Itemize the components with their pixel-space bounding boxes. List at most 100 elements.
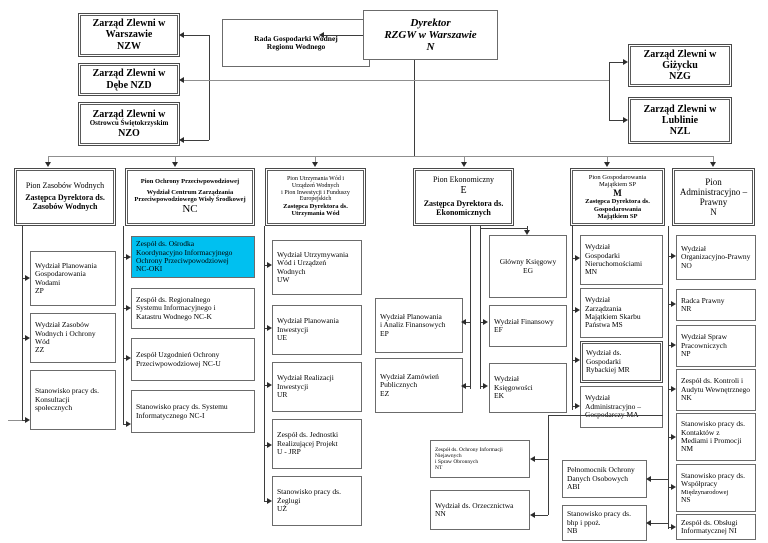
node-ef[interactable]: Wydział Finansowy EF xyxy=(489,305,567,347)
node-subtitle-2: Urządzeń Wodnych xyxy=(291,183,340,190)
node-uw[interactable]: Wydział Utrzymywania Wód i Urządzeń Wodn… xyxy=(272,240,362,295)
node-pion-zasobow-wodnych[interactable]: Pion Zasobów Wodnych Zastępca Dyrektora … xyxy=(14,168,116,226)
arrow-nc-k xyxy=(126,305,131,311)
node-pion-ekonomiczny[interactable]: Pion Ekonomiczny E Zastępca Dyrektora ds… xyxy=(413,168,514,226)
node-abi[interactable]: Pełnomocnik Ochrony Danych Osobowych ABI xyxy=(562,460,647,498)
node-eg[interactable]: Główny Księgowy EG xyxy=(489,235,567,298)
node-line-1: Zespół ds. Obsługi xyxy=(681,517,738,527)
node-ms[interactable]: Wydział Zarządzania Majątkiem Skarbu Pań… xyxy=(580,288,663,338)
node-no[interactable]: Wydział Organizacyjno-Prawny NO xyxy=(676,235,756,280)
connector-col6-spine xyxy=(668,226,669,529)
connector-abi-link xyxy=(650,479,668,480)
arrow-pion-5 xyxy=(604,162,610,167)
node-line-2: Dębe NZD xyxy=(106,79,152,91)
node-line-2: Audytu Wewnętrznego xyxy=(681,384,751,394)
node-mr[interactable]: Wydział ds. Gospodarki Rybackiej MR xyxy=(580,341,663,383)
node-line-1: Zarząd Zlewni w xyxy=(92,18,166,30)
arrow-nzo xyxy=(179,137,184,143)
node-line-2: Konsultacji xyxy=(35,394,70,404)
node-line-1: Wydział Zasobów xyxy=(35,320,90,330)
node-zz[interactable]: Wydział Zasobów Wodnych i Ochrony Wód ZZ xyxy=(30,313,116,363)
node-ns[interactable]: Stanowisko pracy ds. Współpracy Międzyna… xyxy=(676,464,756,512)
node-line-2: Niejawnych xyxy=(435,452,462,459)
arrow-zp xyxy=(25,275,30,281)
node-line-4: NS xyxy=(681,494,691,504)
node-np[interactable]: Wydział Spraw Pracowniczych NP xyxy=(676,325,756,367)
node-line-1: Zespół ds. Kontroli i xyxy=(681,376,744,386)
node-line-3: N xyxy=(426,41,435,54)
connector-col4-spine xyxy=(480,226,481,389)
node-ni[interactable]: Zespół ds. Obsługi Informatycznej NI xyxy=(676,514,756,540)
connector-col1-spine xyxy=(22,226,23,420)
arrow-nc-i xyxy=(126,421,131,427)
node-zarzad-zlewni-debe[interactable]: Zarząd Zlewni w Dębe NZD xyxy=(78,63,180,96)
node-nk[interactable]: Zespół ds. Kontroli i Audytu Wewnętrzneg… xyxy=(676,369,756,411)
node-nc-i[interactable]: Stanowisko pracy ds. Systemu Informatycz… xyxy=(131,390,255,433)
node-line-2: Giżycku xyxy=(662,59,698,71)
node-nr[interactable]: Radca Prawny NR xyxy=(676,289,756,321)
node-line-3: NB xyxy=(567,526,578,536)
node-rada-gospodarki-wodnej[interactable]: Rada Gospodarki Wodnej Regionu Wodnego xyxy=(222,19,370,67)
arrow-rada xyxy=(319,32,324,38)
connector-pion-drop-3 xyxy=(315,156,316,164)
node-pion-gospodarowania-majatkiem[interactable]: Pion Gospodarowania Majątkiem SP M Zastę… xyxy=(570,168,665,226)
node-mn[interactable]: Wydział Gospodarki Nieruchomościami MN xyxy=(580,235,663,285)
arrow-nb xyxy=(646,520,651,526)
node-nb[interactable]: Stanowisko pracy ds. bhp i ppoż. NB xyxy=(562,505,647,541)
node-ep[interactable]: Wydział Planowania i Analiz Finansowych … xyxy=(375,298,463,353)
node-line-3: Katastru Wodnego NC-K xyxy=(136,311,212,321)
node-line-2: Kontaktów z xyxy=(681,427,720,437)
arrow-ns xyxy=(671,484,676,490)
node-line-1: Wydział xyxy=(585,295,610,305)
node-pion-administracyjno-prawny[interactable]: Pion Administracyjno – Prawny N xyxy=(672,168,755,226)
node-u-jrp[interactable]: Zespół ds. Jednostki Realizującej Projek… xyxy=(272,419,362,469)
connector-pion-drop-6 xyxy=(713,156,714,164)
node-subtitle-4: Europejskich xyxy=(299,196,332,203)
node-nc-oki[interactable]: Zespół ds. Ośrodka Koordynacyjno Informa… xyxy=(131,236,255,278)
connector-nzo xyxy=(184,140,209,141)
node-zarzad-zlewni-lublin[interactable]: Zarząd Zlewni w Lublinie NZL xyxy=(628,97,732,144)
node-line-2: Wodnych i Ochrony xyxy=(35,328,96,338)
node-line-4: MN xyxy=(585,267,598,277)
node-dyrektor[interactable]: Dyrektor RZGW w Warszawie N xyxy=(363,10,498,60)
node-nt[interactable]: Zespół ds. Ochrony Informacji Niejawnych… xyxy=(430,440,530,478)
node-zarzad-zlewni-ostrowiec[interactable]: Zarząd Zlewni w Ostrowcu Świętokrzyskim … xyxy=(78,102,180,146)
connector-director-rada xyxy=(323,35,363,36)
node-zarzad-zlewni-warszawa[interactable]: Zarząd Zlewni w Warszawie NZW xyxy=(78,13,180,57)
node-zarzad-zlewni-gizycko[interactable]: Zarząd Zlewni w Giżycku NZG xyxy=(628,44,732,87)
node-line-2: EG xyxy=(523,265,533,275)
node-ma[interactable]: Wydział Administracyjno – Gospodarczy MA xyxy=(580,386,663,428)
arrow-u-jrp xyxy=(267,442,272,448)
node-line-2: Pracowniczych xyxy=(681,340,727,350)
node-nm[interactable]: Stanowisko pracy ds. Kontaktów z Mediami… xyxy=(676,413,756,461)
node-line-2: NR xyxy=(681,304,692,313)
node-line-1: Zarząd Zlewni w xyxy=(92,108,166,120)
node-zp[interactable]: Wydział Planowania Gospodarowania Wodami… xyxy=(30,251,116,306)
connector-col4-ep xyxy=(465,322,470,323)
arrow-np xyxy=(671,342,676,348)
node-ez[interactable]: Wydział Zamówień Publicznych EZ xyxy=(375,358,463,413)
node-ur[interactable]: Wydział Realizacji Inwestycji UR xyxy=(272,362,362,412)
node-line-1: Stanowisko pracy ds. xyxy=(277,487,341,497)
node-uz[interactable]: Stanowisko pracy ds. Żeglugi UŻ xyxy=(272,476,362,526)
node-nn[interactable]: Wydział ds. Orzecznictwa NN xyxy=(430,490,530,530)
node-nc-u[interactable]: Zespół Uzgodnień Ochrony Przeciwpowodzio… xyxy=(131,338,255,381)
node-line-1: Zarząd Zlewni w xyxy=(643,103,717,115)
node-line-1: Stanowisko pracy ds. xyxy=(567,509,631,519)
node-line-1: Wydział Centrum Zarządzania xyxy=(146,188,234,196)
arrow-nzw xyxy=(179,32,184,38)
node-pion-ochrony-przeciwpowodziowej[interactable]: Pion Ochrony Przeciwpowodziowej Wydział … xyxy=(125,168,255,226)
node-nc-k[interactable]: Zespół ds. Regionalnego Systemu Informac… xyxy=(131,288,255,329)
arrow-ms xyxy=(575,307,580,313)
node-ek[interactable]: Wydział Księgowości EK xyxy=(489,363,567,413)
node-konsultacje-spoleczne[interactable]: Stanowisko pracy ds. Konsultacji społecz… xyxy=(30,370,116,430)
node-line-3: NZL xyxy=(669,126,691,138)
node-pion-utrzymania-wod[interactable]: Pion Utrzymania Wód i Urządzeń Wodnych i… xyxy=(265,168,366,226)
node-line-1: Stanowisko pracy ds. Systemu xyxy=(136,402,228,412)
connector-right-zarzad-bus xyxy=(609,62,610,120)
node-ue[interactable]: Wydział Planowania Inwestycji UE xyxy=(272,305,362,355)
connector-pion-drop-5 xyxy=(607,156,608,164)
node-line-3: EP xyxy=(380,328,389,338)
arrow-mn xyxy=(575,255,580,261)
connector-pion-drop-4 xyxy=(464,156,465,164)
